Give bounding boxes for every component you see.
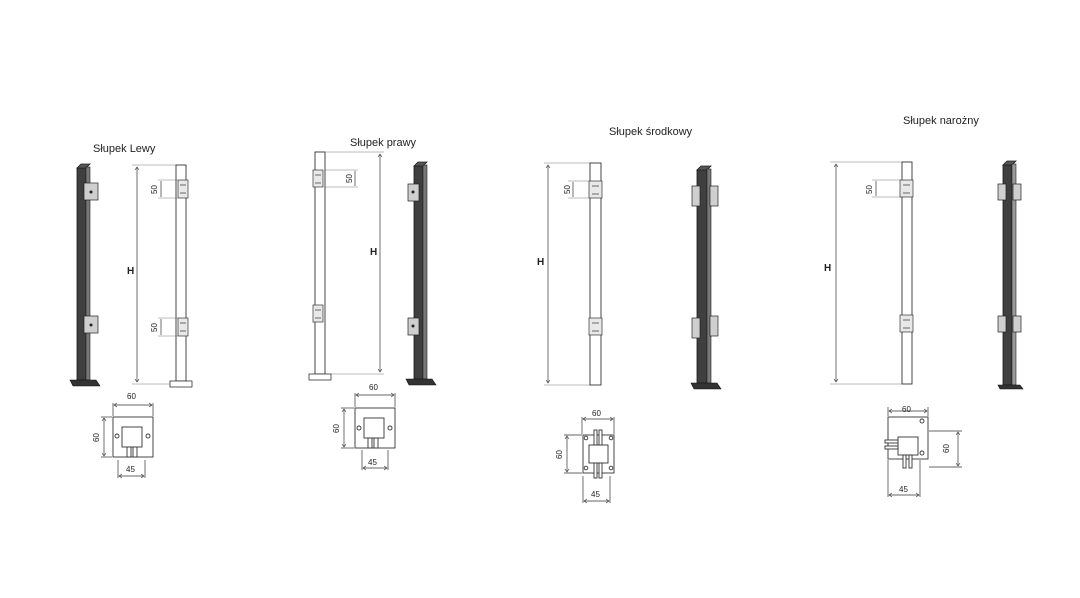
post-left-dim-60-w: 60 (127, 392, 136, 401)
post-middle-3d (690, 165, 722, 390)
post-corner-dim-45: 45 (899, 485, 908, 494)
post-right-3d (405, 161, 437, 386)
post-right-dim-50: 50 (345, 174, 354, 183)
post-middle-group: Słupek środkowy H 50 (537, 126, 722, 503)
post-corner-dim-60-w: 60 (902, 405, 911, 414)
post-right-plan: 60 60 45 (332, 383, 396, 470)
post-left-h-label: H (127, 266, 134, 277)
post-middle-dim-60-w: 60 (592, 409, 601, 418)
post-middle-dim-50: 50 (563, 185, 572, 194)
post-middle-plan: 60 60 45 (555, 409, 615, 503)
post-corner-elevation: H 50 (824, 161, 914, 385)
post-left-plan: 60 60 45 (92, 392, 154, 478)
post-corner-title: Słupek narożny (903, 115, 979, 127)
post-left-elevation: H 50 50 (127, 164, 193, 388)
post-corner-plan: 60 60 45 (884, 405, 962, 497)
post-left-dim-50-bottom: 50 (150, 323, 159, 332)
post-corner-h-label: H (824, 263, 831, 274)
post-right-dim-60-w: 60 (369, 383, 378, 392)
post-right-dim-60-d: 60 (332, 424, 341, 433)
post-left-dim-60-d: 60 (92, 433, 101, 442)
post-left-dim-45: 45 (126, 465, 135, 474)
post-middle-dim-45: 45 (591, 490, 600, 499)
post-middle-dim-60-d: 60 (555, 450, 564, 459)
post-right-h-label: H (370, 247, 377, 258)
post-left-group: Słupek Lewy H (69, 143, 193, 478)
post-corner-3d (997, 160, 1024, 390)
post-right-title: Słupek prawy (350, 137, 417, 149)
post-corner-dim-60-d: 60 (942, 444, 951, 453)
post-left-title: Słupek Lewy (93, 143, 156, 155)
post-left-3d (69, 163, 101, 387)
post-corner-dim-50: 50 (865, 185, 874, 194)
post-corner-group: Słupek narożny H 50 (824, 115, 1024, 497)
post-middle-elevation: H 50 (537, 162, 603, 386)
post-middle-title: Słupek środkowy (609, 126, 693, 138)
post-right-elevation: 50 H (308, 151, 384, 381)
post-left-dim-50-top: 50 (150, 185, 159, 194)
post-right-dim-45: 45 (368, 458, 377, 467)
post-middle-h-label: H (537, 257, 544, 268)
post-right-group: Słupek prawy 50 H (308, 137, 437, 470)
